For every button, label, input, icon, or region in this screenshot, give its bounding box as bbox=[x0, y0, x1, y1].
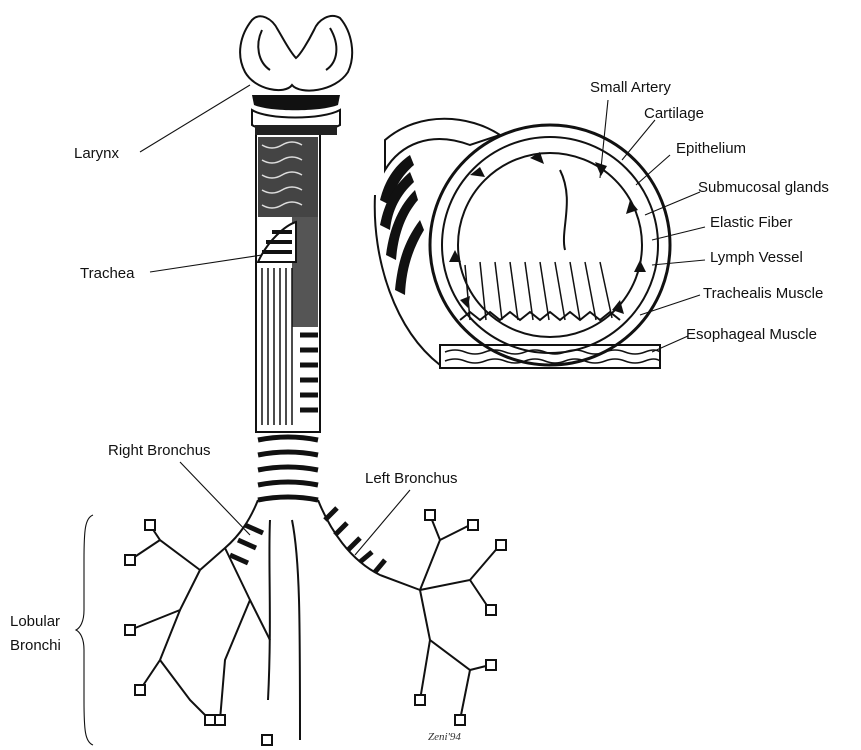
label-bronchi: Bronchi bbox=[10, 637, 61, 654]
artist-signature: Zeni'94 bbox=[428, 731, 461, 743]
labels: Larynx Trachea Right Bronchus Left Bronc… bbox=[10, 79, 829, 743]
label-cartilage: Cartilage bbox=[644, 105, 704, 122]
label-trachea: Trachea bbox=[80, 265, 135, 282]
label-lobular: Lobular bbox=[10, 613, 60, 630]
label-submucosal-glands: Submucosal glands bbox=[698, 179, 829, 196]
label-larynx: Larynx bbox=[74, 145, 120, 162]
label-left-bronchus: Left Bronchus bbox=[365, 470, 458, 487]
label-esophageal-muscle: Esophageal Muscle bbox=[686, 326, 817, 343]
label-elastic-fiber: Elastic Fiber bbox=[710, 214, 793, 231]
label-epithelium: Epithelium bbox=[676, 140, 746, 157]
bronchial-tree-illustration bbox=[125, 500, 506, 745]
label-trachealis-muscle: Trachealis Muscle bbox=[703, 285, 823, 302]
label-small-artery: Small Artery bbox=[590, 79, 671, 96]
label-right-bronchus: Right Bronchus bbox=[108, 442, 211, 459]
larynx-illustration bbox=[240, 16, 352, 135]
label-lymph-vessel: Lymph Vessel bbox=[710, 249, 803, 266]
trachea-illustration bbox=[256, 135, 320, 500]
